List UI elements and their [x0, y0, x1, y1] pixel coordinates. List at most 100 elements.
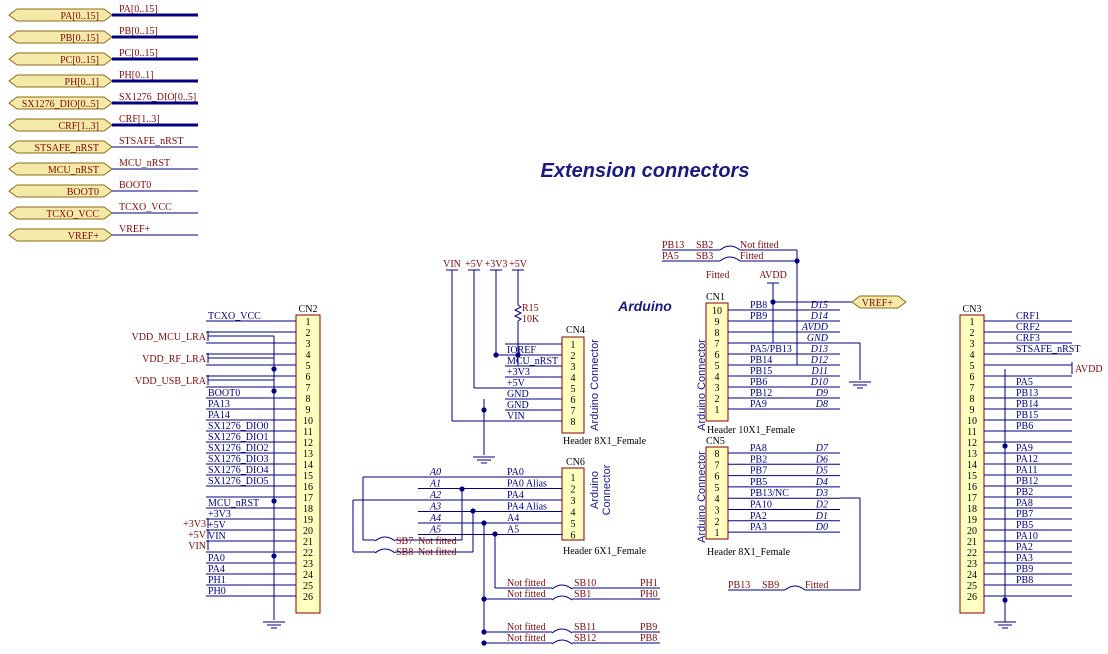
- pin-net-label: PA11: [1016, 465, 1038, 476]
- pin-number: 6: [715, 350, 720, 361]
- pin-net-label: PB2: [750, 454, 767, 465]
- connector-part: Header 10X1_Female: [707, 425, 796, 436]
- pin-number: 6: [571, 531, 576, 542]
- pin-number: 6: [715, 472, 720, 483]
- pin-net-label: VIN: [507, 411, 525, 422]
- pin-net-label: PB13/NC: [750, 488, 789, 499]
- pin-number: 3: [571, 496, 576, 507]
- pin-number: 9: [715, 317, 720, 328]
- pin-net-label: A4: [507, 513, 519, 524]
- port-label: PB[0..15]: [60, 33, 99, 44]
- arduino-pin-label: D8: [815, 399, 828, 410]
- pin-net-label: PA14: [208, 410, 230, 421]
- pin-net-label: CRF2: [1016, 322, 1040, 333]
- pin-net-label: PB8: [750, 300, 767, 311]
- avdd-label: AVDD: [759, 270, 787, 281]
- junction-dot: [481, 640, 487, 646]
- pin-number: 11: [967, 427, 977, 438]
- pin-net-label: SX1276_DIO0: [208, 421, 269, 432]
- connector-ref: CN5: [706, 436, 725, 447]
- pin-number: 4: [571, 373, 576, 384]
- arduino-pin-label: D13: [810, 344, 828, 355]
- pin-net-label: SX1276_DIO2: [208, 443, 269, 454]
- connector-label: Arduino: [589, 471, 601, 509]
- pin-number: 14: [303, 460, 313, 471]
- port-label: CRF[1..3]: [58, 121, 99, 132]
- pin-net-label: +5V: [208, 520, 227, 531]
- supply-label: +5V: [188, 530, 207, 541]
- pin-net-label: PH1: [208, 575, 226, 586]
- pin-number: 15: [303, 471, 313, 482]
- pin-number: 3: [571, 362, 576, 373]
- pin-net-label: PB8: [1016, 575, 1033, 586]
- pin-net-label: IOREF: [507, 345, 536, 356]
- junction-dot: [271, 498, 277, 504]
- junction-dot: [492, 531, 498, 537]
- page-title: Extension connectors: [541, 160, 750, 182]
- bridge-net: PB13: [728, 580, 750, 591]
- pin-net-label: PA10: [1016, 531, 1038, 542]
- connector-body: [959, 314, 985, 614]
- pin-number: 8: [715, 328, 720, 339]
- pin-number: 2: [715, 394, 720, 405]
- pin-net-label: PA0: [507, 467, 524, 478]
- port-net-label: PB[0..15]: [119, 26, 158, 37]
- junction-dot: [493, 352, 499, 358]
- pin-number: 13: [303, 449, 313, 460]
- pin-number: 14: [967, 460, 977, 471]
- connector-label: Connector: [601, 464, 613, 515]
- arduino-pin-label: D4: [815, 477, 828, 488]
- bridge-net: PA5: [662, 251, 679, 262]
- port-net-label: PC[0..15]: [119, 48, 158, 59]
- pin-net-label: SX1276_DIO5: [208, 476, 269, 487]
- pin-number: 4: [970, 350, 975, 361]
- pin-net-label: PB5: [1016, 520, 1033, 531]
- analog-label: A1: [429, 479, 441, 490]
- pin-net-label: PA5: [1016, 377, 1033, 388]
- power-net-label: VDD_USB_LRA: [135, 376, 207, 387]
- pin-number: 3: [306, 339, 311, 350]
- bridge-net: PB9: [640, 622, 657, 633]
- bridge-net: PB13: [662, 240, 684, 251]
- bridge-status: Not fitted: [507, 622, 546, 633]
- pin-number: 6: [306, 372, 311, 383]
- pin-number: 22: [303, 548, 313, 559]
- pin-net-label: PA3: [1016, 553, 1033, 564]
- pin-number: 4: [306, 350, 311, 361]
- pin-net-label: STSAFE_nRST: [1016, 344, 1080, 355]
- pin-net-label: CRF3: [1016, 333, 1040, 344]
- solder-bridge-symbol: [551, 595, 573, 601]
- junction-dot: [481, 629, 487, 635]
- pin-net-label: PA10: [750, 500, 772, 511]
- arduino-pin-label: D15: [810, 300, 828, 311]
- connector-body: [705, 302, 729, 422]
- pin-number: 3: [715, 383, 720, 394]
- pin-number: 10: [303, 416, 313, 427]
- connector-part: Header 8X1_Female: [563, 436, 647, 447]
- port-label: TCXO_VCC: [46, 209, 99, 220]
- pin-number: 24: [303, 570, 313, 581]
- bridge-ref: SB3: [696, 251, 713, 262]
- resistor-ref: R15: [522, 303, 539, 314]
- pin-net-label: GND: [507, 389, 529, 400]
- connector-cn4: CN4VIN+5V+3V3+5V12IOREF3MCU_nRST4+3V35+5…: [443, 259, 647, 464]
- pin-net-label: +3V3: [208, 509, 231, 520]
- port-net-label: SX1276_DIO[0..5]: [119, 92, 196, 103]
- pin-number: 21: [967, 537, 977, 548]
- solder-bridge-symbol: [784, 585, 806, 591]
- pin-net-label: PA12: [1016, 454, 1038, 465]
- port-net-label: CRF[1..3]: [119, 114, 160, 125]
- arduino-pin-label: D11: [811, 366, 828, 377]
- pin-number: 13: [967, 449, 977, 460]
- arduino-pin-label: GND: [807, 333, 829, 344]
- junction-dot: [481, 520, 487, 526]
- resistor-value: 10K: [522, 314, 540, 325]
- port-label: SX1276_DIO[0..5]: [22, 99, 99, 110]
- pin-number: 26: [967, 592, 977, 603]
- pin-number: 2: [715, 517, 720, 528]
- analog-label: A4: [429, 513, 441, 524]
- pin-number: 15: [967, 471, 977, 482]
- pin-number: 2: [970, 328, 975, 339]
- pin-net-label: PA4 Alias: [507, 502, 547, 513]
